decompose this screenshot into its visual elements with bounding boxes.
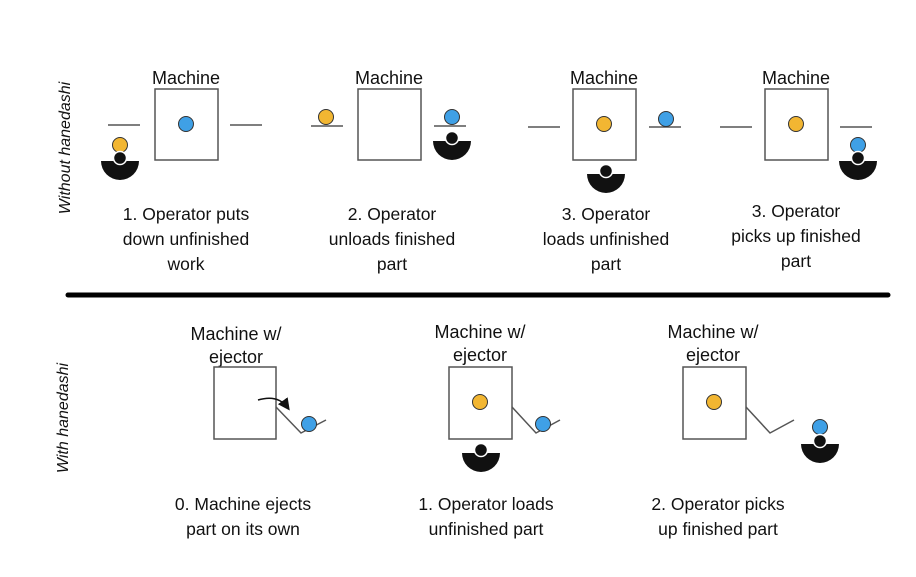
operator-icon: [839, 150, 877, 180]
finished-part: [444, 109, 460, 125]
unfinished-part: [112, 137, 128, 153]
machine-label-line-2: ejector: [209, 347, 263, 367]
unfinished-part: [788, 116, 804, 132]
finished-part: [812, 419, 828, 435]
unfinished-part: [596, 116, 612, 132]
step-caption-line-1: 2. Operator picks: [651, 494, 784, 514]
finished-part: [301, 416, 317, 432]
step-caption-line-3: part: [781, 251, 811, 271]
step-caption-line-2: part on its own: [186, 519, 300, 539]
operator-icon: [587, 163, 625, 193]
step-caption-line-2: down unfinished: [123, 229, 249, 249]
step-caption-line-2: unloads finished: [329, 229, 455, 249]
machine-box: [357, 88, 422, 161]
bottom-step-0: Machine w/ ejector 0. Machine ejects par…: [175, 324, 327, 539]
unfinished-part: [472, 394, 488, 410]
top-step-3: Machine 3. Operator loads unfinished par…: [528, 68, 681, 274]
finished-part: [178, 116, 194, 132]
bottom-step-2: Machine w/ ejector 2. Operator picks up …: [651, 322, 839, 539]
machine-label-line-1: Machine w/: [667, 322, 758, 342]
ejector-chute: [511, 406, 561, 434]
ejector-chute: [745, 406, 795, 434]
machine-label: Machine: [762, 68, 830, 88]
machine-label-line-2: ejector: [453, 345, 507, 365]
unfinished-part: [706, 394, 722, 410]
finished-part: [658, 111, 674, 127]
step-caption-line-3: part: [377, 254, 407, 274]
top-step-2: Machine 2. Operator unloads finished par…: [311, 68, 471, 274]
step-caption-line-1: 3. Operator: [752, 201, 841, 221]
top-step-4: Machine 3. Operator picks up finished pa…: [720, 68, 877, 271]
machine-label-line-2: ejector: [686, 345, 740, 365]
step-caption-line-1: 1. Operator puts: [123, 204, 250, 224]
finished-part: [850, 137, 866, 153]
ejection-arrow: [257, 397, 290, 411]
step-caption-line-2: loads unfinished: [543, 229, 669, 249]
operator-icon: [801, 433, 839, 463]
machine-label: Machine: [355, 68, 423, 88]
step-caption-line-2: up finished part: [658, 519, 778, 539]
step-caption-line-3: part: [591, 254, 621, 274]
operator-icon: [101, 150, 139, 180]
unfinished-part: [318, 109, 334, 125]
ejector-chute: [275, 406, 327, 434]
finished-part: [535, 416, 551, 432]
bottom-step-1: Machine w/ ejector 1. Operator loads unf…: [418, 322, 561, 539]
operator-icon: [462, 442, 500, 472]
step-caption-line-1: 1. Operator loads: [418, 494, 553, 514]
section-label-without: Without hanedashi: [57, 81, 74, 214]
machine-label-line-1: Machine w/: [190, 324, 281, 344]
step-caption-line-2: picks up finished: [731, 226, 860, 246]
top-step-1: Machine 1. Operator puts down unfinished…: [101, 68, 262, 274]
step-caption-line-3: work: [167, 254, 205, 274]
machine-label-line-1: Machine w/: [434, 322, 525, 342]
machine-label: Machine: [152, 68, 220, 88]
step-caption-line-1: 2. Operator: [348, 204, 437, 224]
machine-box: [213, 366, 277, 440]
step-caption-line-1: 3. Operator: [562, 204, 651, 224]
operator-icon: [433, 130, 471, 160]
machine-label: Machine: [570, 68, 638, 88]
step-caption-line-1: 0. Machine ejects: [175, 494, 311, 514]
step-caption-line-2: unfinished part: [429, 519, 544, 539]
section-label-with: With hanedashi: [55, 362, 72, 473]
